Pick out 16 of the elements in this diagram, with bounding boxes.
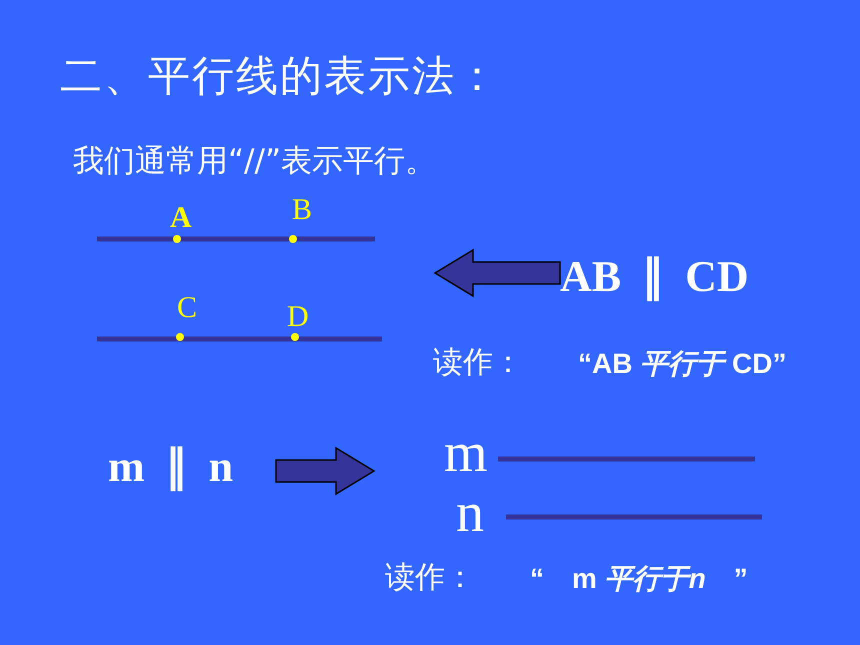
point-label: B — [292, 195, 312, 225]
parallel-notation: m ∥ n — [108, 441, 234, 492]
reading-text: “ m 平行于n ” — [530, 562, 748, 596]
line-label: n — [456, 485, 484, 541]
point-label: D — [287, 302, 309, 332]
reading-text: “AB 平行于 CD” — [578, 347, 786, 381]
title: 二、平行线的表示法： — [60, 50, 500, 102]
reading-label: 读作： — [385, 559, 475, 597]
point-label: C — [177, 293, 198, 323]
block-arrow — [275, 446, 376, 496]
line-label: m — [444, 425, 488, 481]
reading-label: 读作： — [433, 344, 523, 382]
block-arrow — [434, 248, 561, 298]
statement: 我们通常用“//”表示平行。 — [73, 142, 436, 181]
point-label: A — [170, 203, 192, 233]
parallel-notation: AB ∥ CD — [560, 251, 749, 302]
